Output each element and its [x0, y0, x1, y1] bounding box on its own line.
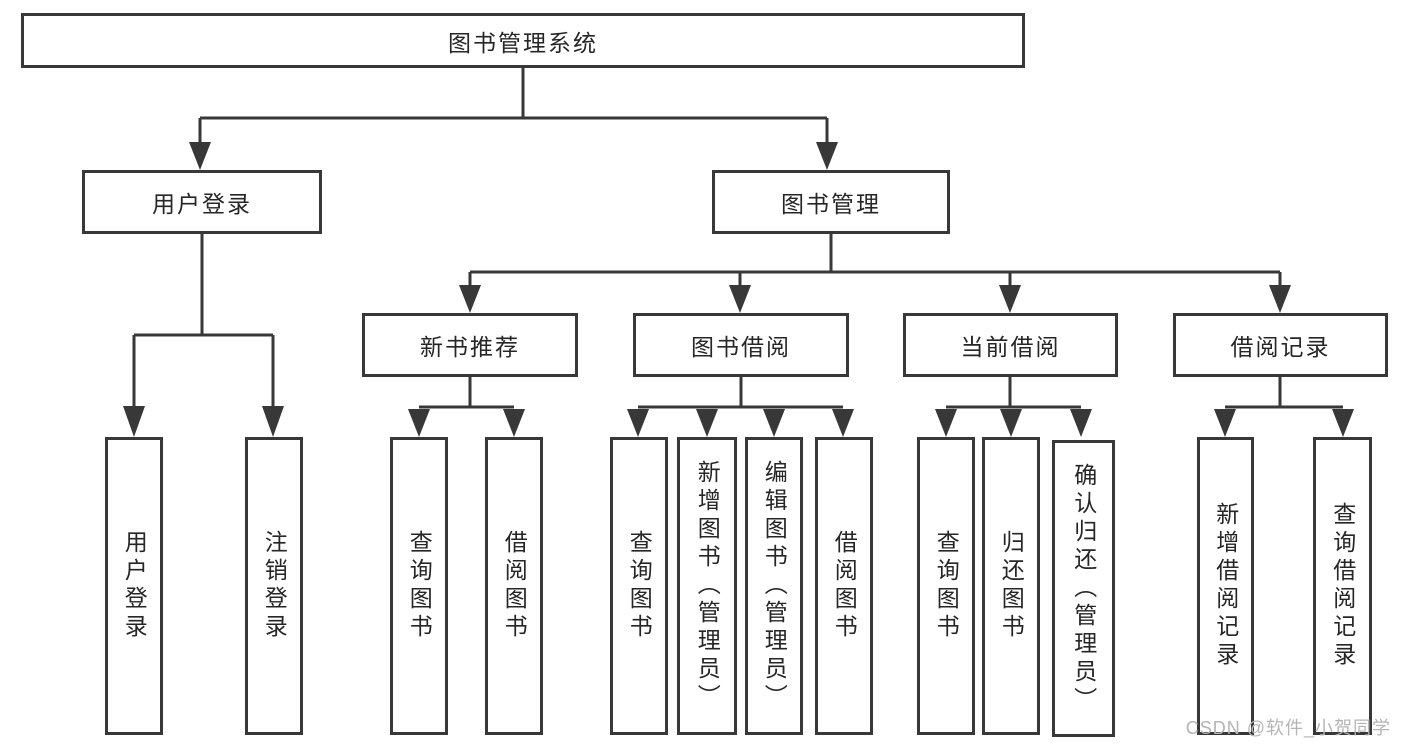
- leaf-user-login: 用户登录: [105, 437, 163, 735]
- leaf-add-borrow-record: 新增借阅记录: [1197, 437, 1254, 735]
- leaf-query-books-borrowing: 查询图书: [610, 437, 668, 735]
- leaf-borrow-books-recommend: 借阅图书: [485, 437, 543, 735]
- leaf-query-borrow-record: 查询借阅记录: [1313, 437, 1372, 735]
- node-borrowing-records: 借阅记录: [1173, 313, 1388, 377]
- leaf-query-books-recommend: 查询图书: [390, 437, 448, 735]
- leaf-borrow-books: 借阅图书: [815, 437, 873, 735]
- node-book-borrowing: 图书借阅: [633, 313, 849, 377]
- node-current-borrowing: 当前借阅: [903, 313, 1118, 377]
- csdn-watermark: CSDN @软件_小贺同学: [1185, 718, 1391, 738]
- node-user-login-branch: 用户登录: [82, 170, 322, 234]
- leaf-query-books-current: 查询图书: [917, 437, 975, 735]
- node-book-management-branch: 图书管理: [712, 170, 950, 234]
- leaf-add-books-admin: 新增图书（管理员）: [677, 437, 737, 735]
- leaf-logout: 注销登录: [245, 437, 303, 735]
- node-new-book-recommend: 新书推荐: [362, 313, 578, 377]
- leaf-confirm-return-admin: 确认归还（管理员）: [1052, 440, 1115, 737]
- leaf-edit-books-admin: 编辑图书（管理员）: [745, 437, 803, 735]
- leaf-return-books: 归还图书: [982, 437, 1040, 735]
- node-root-library-management-system: 图书管理系统: [21, 13, 1025, 68]
